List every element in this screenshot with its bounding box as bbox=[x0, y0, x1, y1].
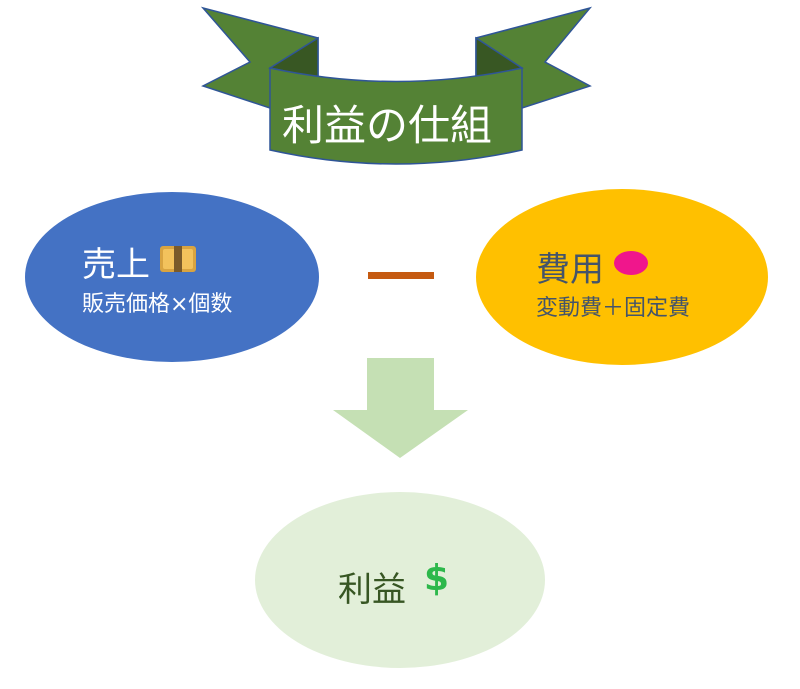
yen-banknote-icon bbox=[160, 246, 196, 272]
ribbon-main bbox=[269, 67, 523, 165]
profit-ellipse bbox=[255, 492, 545, 668]
down-arrow bbox=[333, 358, 468, 458]
costs-formula: 変動費＋固定費 bbox=[536, 296, 691, 321]
sales-formula: 販売価格×個数 bbox=[82, 292, 233, 317]
purse-icon bbox=[614, 251, 648, 275]
minus-sign bbox=[368, 272, 434, 279]
dollar-sign-icon: $ bbox=[424, 558, 450, 599]
title-ribbon bbox=[200, 6, 593, 165]
costs-ellipse bbox=[476, 189, 768, 365]
sales-ellipse bbox=[25, 192, 319, 362]
sales-label: 売上 bbox=[82, 245, 150, 285]
title-text: 利益の仕組 bbox=[282, 101, 493, 150]
profit-label: 利益 bbox=[338, 570, 406, 610]
costs-label: 費用 bbox=[536, 250, 604, 290]
